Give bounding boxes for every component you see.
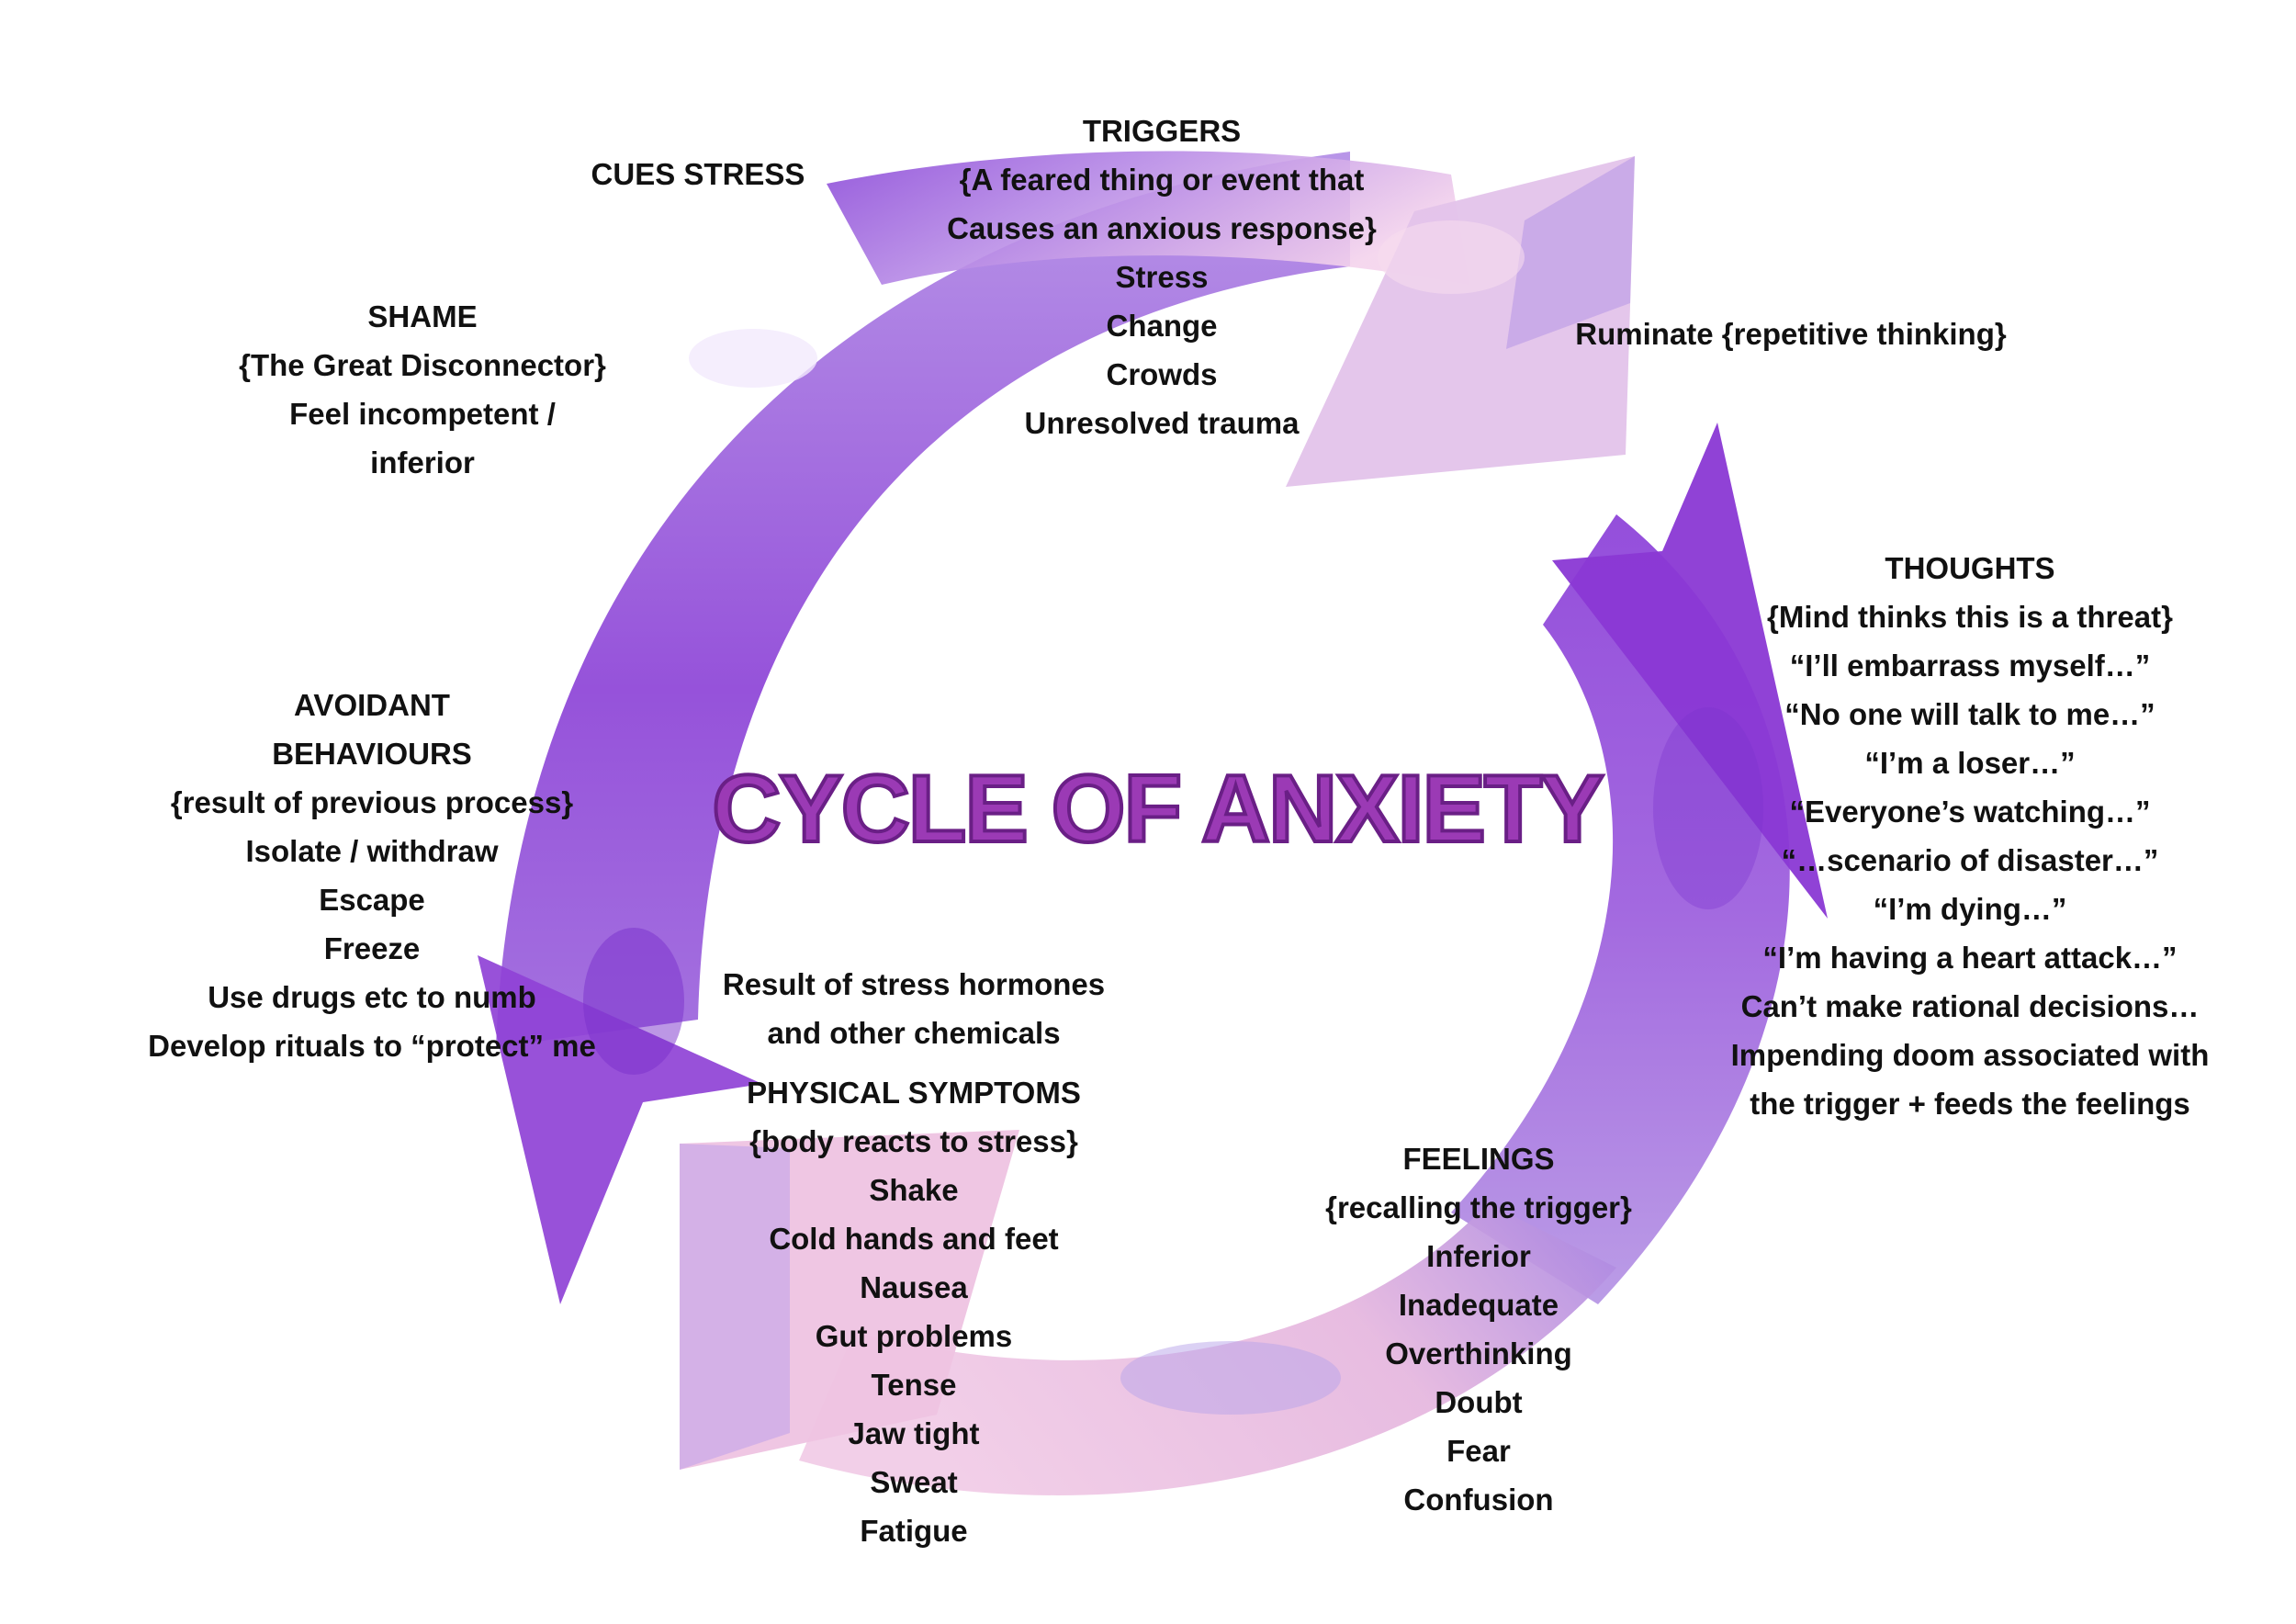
avoidant-line: Use drugs etc to numb (208, 980, 536, 1014)
arrow-left-head (478, 955, 762, 1304)
physical-line: Fatigue (860, 1514, 968, 1548)
thoughts-line: “I’m dying…” (1873, 892, 2067, 926)
thoughts-line: Can’t make rational decisions… (1740, 989, 2200, 1023)
thoughts-node: THOUGHTS {Mind thinks this is a threat} … (1708, 544, 2232, 1128)
avoidant-line: {result of previous process} (170, 785, 574, 819)
thoughts-line: the trigger + feeds the feelings (1750, 1087, 2190, 1121)
ruminate-label: Ruminate {repetitive thinking} (1552, 310, 2030, 358)
physical-line: Tense (871, 1368, 957, 1402)
thoughts-line: “I’m a loser…” (1864, 746, 2076, 780)
physical-line: Sweat (870, 1465, 958, 1499)
texture-blot (689, 329, 817, 388)
avoidant-heading: BEHAVIOURS (272, 737, 472, 771)
arrow-top-head-shade (1506, 156, 1635, 349)
cues-stress-label: CUES STRESS (551, 150, 845, 198)
physical-heading: PHYSICAL SYMPTOMS (747, 1076, 1081, 1110)
texture-blot (1653, 707, 1763, 909)
thoughts-line: {Mind thinks this is a threat} (1767, 600, 2173, 634)
avoidant-line: Isolate / withdraw (245, 834, 499, 868)
texture-blot (1120, 1341, 1341, 1415)
feelings-line: Overthinking (1385, 1336, 1572, 1370)
feelings-line: Confusion (1403, 1483, 1554, 1517)
texture-blot (583, 928, 684, 1075)
cues-stress-text: CUES STRESS (591, 157, 805, 191)
thoughts-line: Impending doom associated with (1730, 1038, 2210, 1072)
physical-symptoms-node: PHYSICAL SYMPTOMS {body reacts to stress… (735, 1068, 1093, 1555)
feelings-line: Doubt (1435, 1385, 1523, 1419)
physical-line: {body reacts to stress} (749, 1124, 1078, 1158)
stress-hormones-line: and other chemicals (767, 1016, 1061, 1050)
shame-heading: SHAME (367, 299, 478, 333)
feelings-line: Inadequate (1398, 1288, 1559, 1322)
physical-line: Cold hands and feet (769, 1222, 1059, 1256)
page-title: CYCLE OF ANXIETY (710, 754, 1606, 864)
shame-line: Feel incompetent / (289, 397, 556, 431)
shame-line: {The Great Disconnector} (239, 348, 606, 382)
arrow-top-left-band (496, 152, 1350, 1047)
triggers-heading: TRIGGERS (1082, 114, 1242, 148)
stress-hormones-line: Result of stress hormones (722, 967, 1106, 1001)
triggers-line: Crowds (1106, 357, 1218, 391)
avoidant-node: AVOIDANT BEHAVIOURS {result of previous … (138, 681, 606, 1070)
feelings-heading: FEELINGS (1402, 1142, 1555, 1176)
triggers-line: {A feared thing or event that (959, 163, 1365, 197)
triggers-node: TRIGGERS {A feared thing or event that C… (918, 107, 1405, 447)
avoidant-line: Escape (319, 883, 425, 917)
avoidant-line: Freeze (323, 931, 421, 965)
physical-line: Gut problems (815, 1319, 1013, 1353)
thoughts-line: “Everyone’s watching…” (1789, 795, 2151, 829)
ruminate-text: Ruminate {repetitive thinking} (1575, 317, 2007, 351)
avoidant-heading: AVOIDANT (294, 688, 450, 722)
thoughts-line: “I’ll embarrass myself…” (1789, 648, 2151, 682)
shame-node: SHAME {The Great Disconnector} Feel inco… (230, 292, 615, 487)
triggers-line: Causes an anxious response} (947, 211, 1377, 245)
thoughts-heading: THOUGHTS (1885, 551, 2055, 585)
feelings-node: FEELINGS {recalling the trigger} Inferio… (1313, 1134, 1644, 1524)
physical-line: Jaw tight (848, 1416, 980, 1450)
thoughts-line: “No one will talk to me…” (1784, 697, 2155, 731)
feelings-line: Fear (1446, 1434, 1511, 1468)
triggers-line: Stress (1115, 260, 1209, 294)
physical-line: Shake (869, 1173, 959, 1207)
thoughts-line: “…scenario of disaster…” (1781, 843, 2159, 877)
arrow-right-head (1552, 423, 1828, 919)
shame-line: inferior (370, 445, 475, 479)
feelings-line: {recalling the trigger} (1325, 1190, 1632, 1224)
physical-line: Nausea (860, 1270, 968, 1304)
triggers-line: Unresolved trauma (1024, 406, 1300, 440)
avoidant-line: Develop rituals to “protect” me (148, 1029, 596, 1063)
arrow-top-band (827, 151, 1469, 285)
thoughts-line: “I’m having a heart attack…” (1762, 941, 2178, 975)
feelings-line: Inferior (1426, 1239, 1531, 1273)
texture-blot (1378, 220, 1525, 294)
stress-hormones-label: Result of stress hormones and other chem… (716, 960, 1111, 1057)
arrow-bottom-head-shade (680, 1144, 790, 1470)
triggers-line: Change (1106, 309, 1218, 343)
